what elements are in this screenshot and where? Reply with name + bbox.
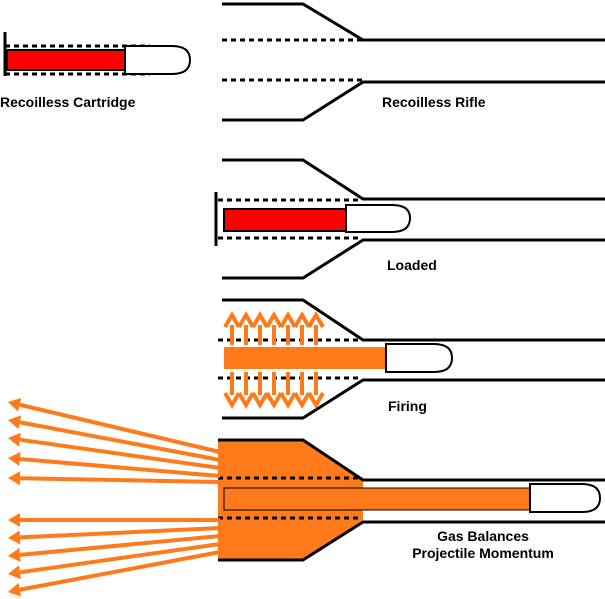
cartridge-label: Recoilless Cartridge bbox=[0, 94, 136, 110]
vent-arrow-down bbox=[223, 372, 241, 409]
gas-outline-bottom bbox=[218, 520, 605, 562]
vent-arrow-up bbox=[293, 311, 311, 345]
vent-arrow-up bbox=[279, 311, 297, 345]
vent-arrow-down bbox=[237, 372, 255, 409]
vent-arrow-up bbox=[251, 311, 269, 345]
exhaust-arrow-shaft bbox=[19, 476, 221, 484]
vent-arrow-down bbox=[251, 372, 269, 409]
gas-label-line1: Gas Balances bbox=[437, 528, 529, 544]
gas-outline-top bbox=[218, 438, 605, 482]
recoilless-rifle bbox=[222, 2, 605, 122]
gas-bore-column bbox=[223, 487, 533, 511]
exhaust-arrow-head bbox=[8, 547, 21, 562]
exhaust-arrow-shaft bbox=[19, 526, 221, 540]
loaded-outline-top bbox=[222, 158, 605, 201]
firing-stage bbox=[218, 298, 605, 420]
firing-projectile bbox=[385, 343, 454, 373]
loaded-projectile bbox=[345, 204, 412, 233]
vent-arrow-down bbox=[293, 372, 311, 409]
exhaust-arrow-shaft bbox=[19, 534, 221, 557]
cartridge-propellant bbox=[6, 49, 126, 71]
firing-label: Firing bbox=[388, 398, 427, 414]
exhaust-arrow-shaft bbox=[19, 457, 221, 478]
exhaust-arrow-head bbox=[8, 471, 21, 486]
exhaust-arrow-shaft bbox=[19, 402, 221, 454]
exhaust-arrow-shaft bbox=[19, 437, 221, 470]
rifle-outline-bottom bbox=[222, 80, 605, 122]
firing-outline-top bbox=[222, 298, 605, 342]
exhaust-arrow-head bbox=[8, 432, 21, 447]
vent-arrow-up bbox=[265, 311, 283, 345]
vent-arrow-down bbox=[307, 372, 325, 409]
loaded-label: Loaded bbox=[387, 257, 437, 273]
firing-outline-bottom bbox=[222, 378, 605, 420]
recoilless-cartridge bbox=[3, 32, 192, 76]
exhaust-arrow-head bbox=[8, 513, 20, 527]
gas-projectile bbox=[529, 483, 602, 513]
vent-arrow-down bbox=[279, 372, 297, 409]
vent-arrow-up bbox=[307, 311, 325, 345]
exhaust-arrow-shaft bbox=[19, 550, 221, 592]
loaded-outline-bottom bbox=[222, 238, 605, 280]
vent-arrow-down bbox=[265, 372, 283, 409]
vent-arrow-up bbox=[237, 311, 255, 345]
exhaust-arrow-head bbox=[8, 415, 22, 430]
exhaust-arrow-shaft bbox=[19, 420, 221, 462]
exhaust-arrow-shaft bbox=[19, 542, 221, 575]
exhaust-arrow-head bbox=[8, 530, 21, 545]
exhaust-arrow-head bbox=[8, 565, 21, 580]
vent-arrow-up bbox=[223, 311, 241, 345]
rifle-label: Recoilless Rifle bbox=[382, 94, 486, 110]
gas-balance-stage bbox=[8, 397, 605, 597]
firing-gas-column bbox=[224, 347, 388, 369]
rear-exhaust-arrows bbox=[8, 397, 221, 597]
loaded-stage bbox=[214, 158, 605, 280]
loaded-propellant bbox=[223, 208, 347, 232]
firing-vent-arrows bbox=[223, 311, 325, 409]
gas-label-line2: Projectile Momentum bbox=[412, 545, 554, 561]
rifle-outline-top bbox=[222, 2, 605, 42]
exhaust-arrow-head bbox=[8, 452, 21, 466]
exhaust-arrow-head bbox=[8, 582, 22, 597]
exhaust-arrow-head bbox=[8, 397, 22, 412]
cartridge-projectile bbox=[124, 45, 192, 75]
